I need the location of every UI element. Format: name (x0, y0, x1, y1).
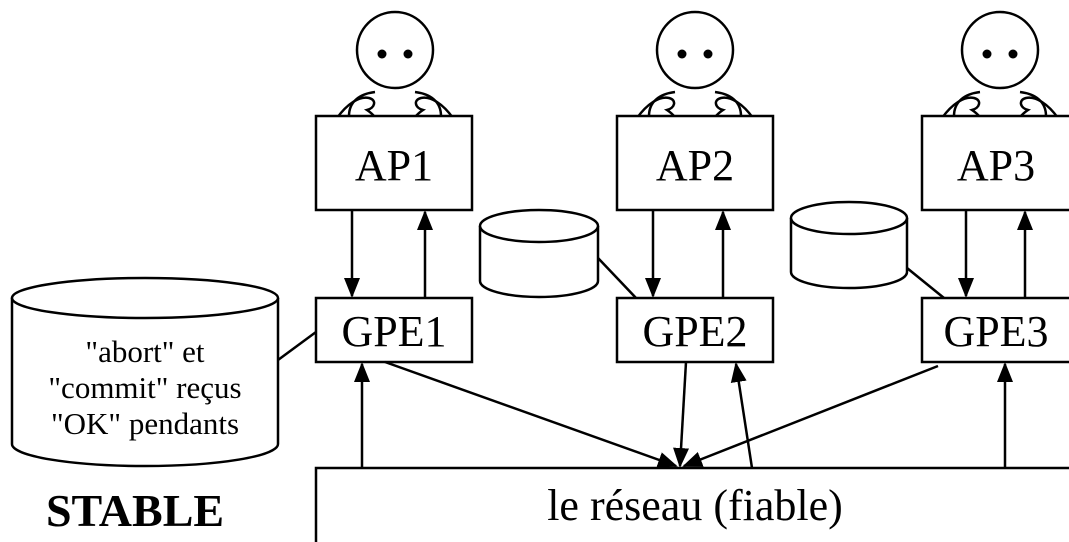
ap2-label: AP2 (656, 141, 734, 190)
disk2-link (597, 257, 637, 299)
stable-caption: STABLE (46, 485, 224, 536)
gpe3-node: GPE3 (920, 296, 1069, 364)
gpe-network-arrows (354, 360, 1013, 469)
stable-line-1: "abort" et (85, 334, 205, 369)
disk-icon-2 (478, 208, 600, 299)
disk3-link (906, 267, 945, 299)
gpe2-label: GPE2 (642, 307, 747, 356)
stable-link (277, 330, 317, 362)
gpe1-label: GPE1 (341, 307, 446, 356)
network-node: le réseau (fiable) (314, 466, 1069, 542)
ap1-node: AP1 (314, 114, 474, 212)
ap3-node: AP3 (920, 114, 1069, 212)
user-icon-3 (940, 10, 1060, 128)
network-label: le réseau (fiable) (547, 481, 843, 530)
gpe1-node: GPE1 (314, 296, 474, 364)
stable-storage-cylinder (10, 276, 280, 468)
gpe3-label: GPE3 (943, 307, 1048, 356)
ap2-node: AP2 (615, 114, 775, 212)
disk-icon-3 (789, 200, 909, 290)
stable-line-2: "commit" reçus (48, 370, 241, 405)
ap1-label: AP1 (355, 141, 433, 190)
ap3-label: AP3 (957, 141, 1035, 190)
ap-gpe-arrows (344, 210, 1033, 298)
user-icon-2 (635, 10, 755, 128)
user-icon-1 (335, 10, 455, 128)
gpe2-node: GPE2 (615, 296, 775, 364)
stable-line-3: "OK" pendants (51, 406, 239, 441)
